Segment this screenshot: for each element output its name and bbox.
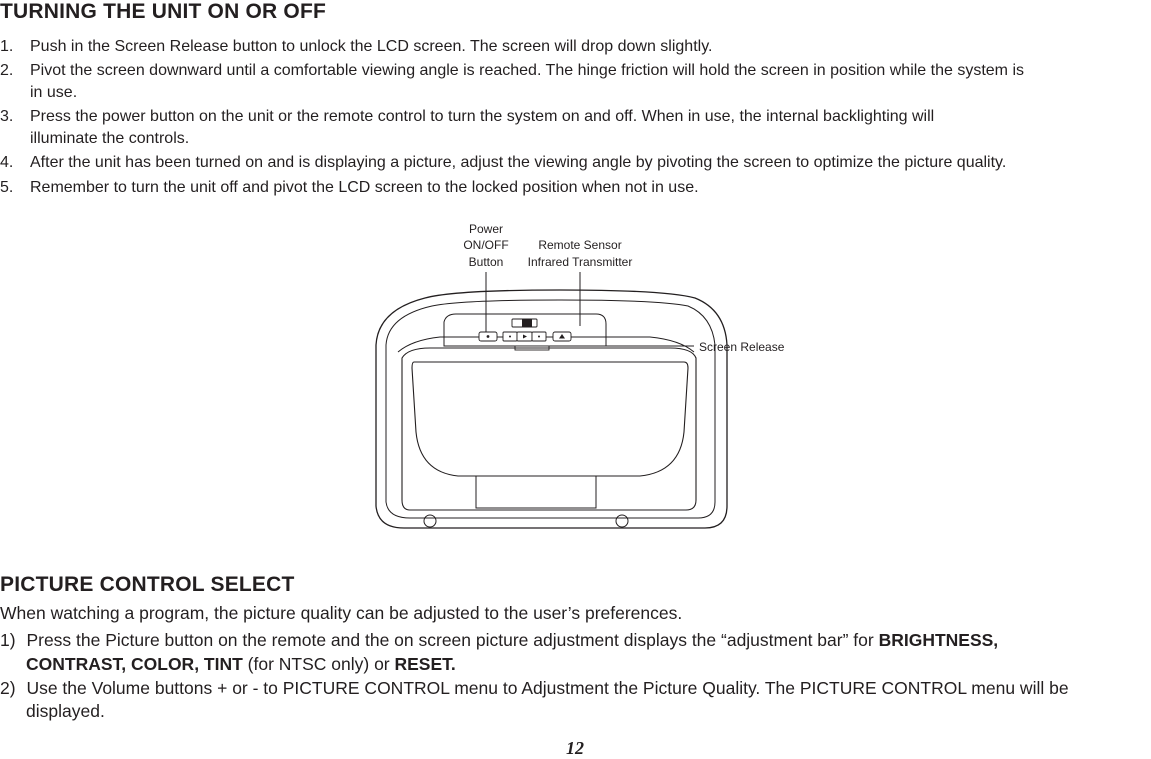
list-text-continued: displayed. (26, 701, 105, 721)
list-text-continued: CONTRAST, COLOR, TINT (for NTSC only) or… (26, 652, 456, 676)
control-panel (443, 313, 607, 347)
list-number: 1. (0, 38, 14, 55)
label-power: Power (469, 222, 503, 236)
list-text: Press the Picture button on the remote a… (26, 630, 879, 650)
screw-left (423, 514, 437, 528)
list-text: Pivot the screen downward until a comfor… (30, 62, 1024, 79)
label-infrared-transmitter: Infrared Transmitter (528, 255, 633, 269)
list-item: 3. Press the power button on the unit or… (0, 106, 1151, 150)
play-icon (523, 334, 527, 339)
dot-icon (538, 335, 540, 338)
list-item: 4. After the unit has been turned on and… (0, 152, 1151, 174)
list-text: Use the Volume buttons + or - to PICTURE… (26, 678, 1069, 698)
label-power-on-off: ON/OFF (463, 238, 508, 252)
list-item: 5. Remember to turn the unit off and piv… (0, 177, 1151, 199)
power-icon (486, 335, 490, 338)
list-item: 1. Push in the Screen Release button to … (0, 36, 1151, 58)
list-number: 4. (0, 154, 14, 171)
list-item: 1) Press the Picture button on the remot… (0, 628, 998, 652)
label-remote-sensor: Remote Sensor (538, 238, 621, 252)
unit-diagram: Power ON/OFF Button Remote Sensor Infrar… (375, 222, 785, 529)
label-power-button: Button (469, 255, 504, 269)
list-number: 1) (0, 630, 16, 650)
section-title-turning-on-off: TURNING THE UNIT ON OR OFF (0, 0, 327, 23)
list-number: 2) (0, 678, 16, 698)
list-number: 5. (0, 179, 14, 196)
dot-icon (509, 335, 511, 338)
page-number: 12 (566, 738, 584, 758)
lcd-screen-outer (401, 347, 697, 511)
intro-text: When watching a program, the picture qua… (0, 603, 683, 623)
sensor-window (522, 319, 532, 327)
bottom-latch (475, 476, 597, 509)
list-text: Push in the Screen Release button to unl… (30, 38, 713, 55)
label-screen-release: Screen Release (699, 340, 785, 354)
list-text-bold: RESET. (394, 654, 456, 674)
list-text-continued: illuminate the controls. (30, 130, 190, 147)
unit-housing-outer (375, 289, 728, 529)
list-text: After the unit has been turned on and is… (30, 154, 1007, 171)
screw-right (615, 514, 629, 528)
list-text-continued: in use. (30, 84, 78, 101)
lcd-screen-inner (411, 361, 689, 477)
section-title-picture-control: PICTURE CONTROL SELECT (0, 573, 295, 596)
eject-icon (559, 334, 565, 339)
list-text: Press the power button on the unit or th… (30, 108, 935, 125)
unit-housing-inner (385, 299, 716, 519)
list-text-bold: CONTRAST, COLOR, TINT (26, 654, 243, 674)
list-text: Remember to turn the unit off and pivot … (30, 179, 699, 196)
list-item: 2) Use the Volume buttons + or - to PICT… (0, 676, 1069, 700)
list-text-bold: BRIGHTNESS, (878, 630, 999, 650)
list-item: 2. Pivot the screen downward until a com… (0, 60, 1151, 104)
list-number: 3. (0, 108, 14, 125)
list-number: 2. (0, 62, 14, 79)
list-text: (for NTSC only) or (242, 654, 395, 674)
